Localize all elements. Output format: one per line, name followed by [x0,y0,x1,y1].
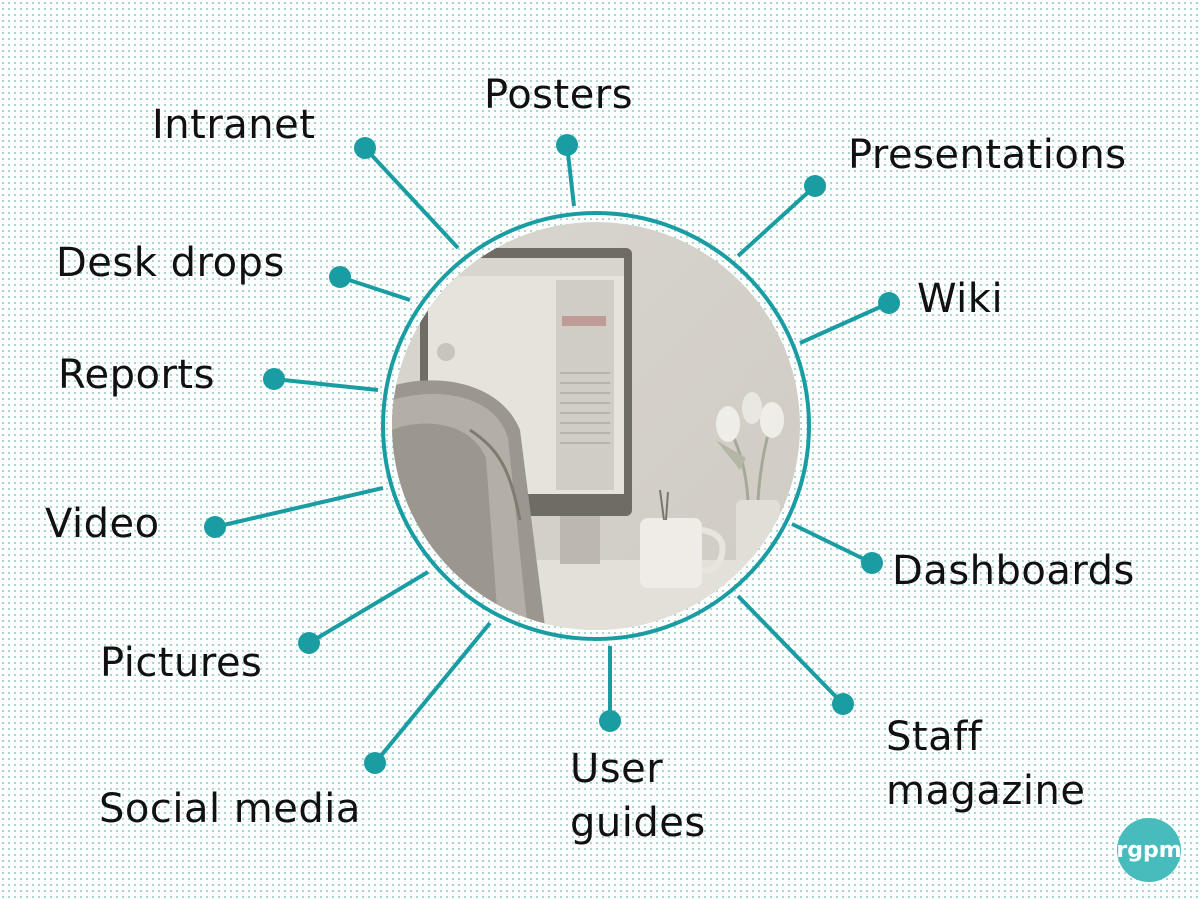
connector-dot-posters [556,134,578,156]
connector-dot-staff-magazine [832,693,854,715]
connector-line-pictures [307,570,430,645]
connector-line-presentations [736,184,817,258]
node-label-desk-drops: Desk drops [56,240,285,286]
connector-dot-intranet [354,137,376,159]
connector-line-intranet [363,146,460,250]
node-label-presentations: Presentations [848,132,1127,178]
rgpm-logo: rgpm [1116,818,1182,882]
connector-line-staff-magazine [736,594,845,706]
connector-line-dashboards [791,522,873,565]
node-label-pictures: Pictures [100,640,263,686]
connector-line-desk-drops [339,275,411,302]
node-label-dashboards: Dashboards [892,548,1135,594]
connector-dot-wiki [878,292,900,314]
desk-computer-photo [381,211,811,641]
connector-line-video [214,486,384,529]
connector-dot-desk-drops [329,266,351,288]
node-label-user-guides: User guides [570,746,706,846]
connector-dot-dashboards [861,552,883,574]
connector-dot-video [204,516,226,538]
connector-line-social-media [373,621,492,765]
connector-lines [214,144,890,765]
node-label-posters: Posters [484,72,634,118]
connector-dot-reports [263,368,285,390]
node-label-video: Video [45,501,160,547]
node-label-intranet: Intranet [152,102,316,148]
node-label-reports: Reports [58,352,215,398]
connector-line-reports [273,377,379,392]
connector-line-wiki [799,301,890,345]
connector-dot-social-media [364,752,386,774]
connector-dot-user-guides [599,710,621,732]
node-label-wiki: Wiki [917,276,1004,322]
node-label-social-media: Social media [99,786,361,832]
connector-dot-presentations [804,175,826,197]
connector-dots [204,134,900,774]
node-label-staff-magazine: Staff magazine [886,714,1086,814]
connector-dot-pictures [298,632,320,654]
